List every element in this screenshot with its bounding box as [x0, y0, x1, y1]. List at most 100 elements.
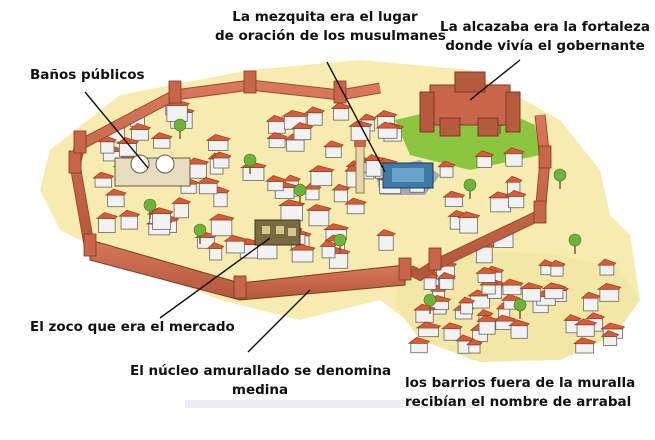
label-medina: El núcleo amurallado se denomina medina: [130, 362, 392, 400]
pointer-banos: [84, 91, 149, 169]
palm-tree: [513, 298, 527, 319]
house: [474, 150, 495, 168]
house: [149, 207, 174, 230]
palm-tree: [463, 178, 477, 199]
house: [375, 121, 400, 139]
house: [600, 330, 620, 346]
label-medina-line2: medina: [231, 382, 289, 398]
label-arrabal-line2: recibían el nombre de arrabal: [405, 394, 632, 410]
house: [519, 282, 544, 302]
house: [208, 213, 235, 237]
label-banos-line1: Baños públicos: [30, 67, 145, 83]
house: [304, 106, 325, 126]
label-mezquita-line2: de oración de los musulmanes: [215, 28, 446, 44]
house: [407, 336, 430, 354]
house: [171, 197, 191, 219]
wall-tower: [428, 247, 442, 271]
house: [223, 234, 247, 254]
house: [574, 318, 597, 337]
house: [442, 190, 466, 207]
house: [541, 282, 566, 300]
house: [441, 322, 463, 341]
house: [501, 293, 521, 310]
house: [205, 134, 231, 151]
house: [572, 337, 597, 354]
house: [210, 151, 232, 169]
house: [184, 157, 209, 179]
house: [502, 147, 525, 167]
pointer-zoco: [159, 237, 271, 319]
label-alcazaba-line2: donde vivía el gobernante: [445, 38, 645, 54]
house: [265, 175, 286, 192]
house: [563, 314, 582, 334]
label-alcazaba: La alcazaba era la fortaleza donde vivía…: [440, 18, 650, 56]
palm-tree: [243, 153, 257, 174]
house: [206, 242, 225, 261]
arrabal-houses: [407, 258, 626, 354]
house: [344, 197, 367, 215]
wall-tower: [83, 233, 97, 257]
house: [289, 243, 316, 263]
wall-tower: [533, 200, 547, 224]
house: [196, 176, 220, 195]
palm-tree: [193, 223, 207, 244]
house: [104, 188, 127, 208]
house: [118, 209, 141, 230]
house: [128, 123, 151, 141]
house: [376, 229, 396, 251]
label-alcazaba-line1: La alcazaba era la fortaleza: [440, 19, 650, 35]
house: [597, 258, 617, 276]
palm-tree: [333, 233, 347, 254]
wall-tower: [73, 130, 87, 154]
pointer-mezquita: [326, 61, 386, 173]
house: [508, 319, 530, 339]
label-zoco: El zoco que era el mercado: [30, 318, 235, 337]
ground-strip: [185, 400, 475, 408]
house: [580, 291, 601, 312]
house: [150, 132, 173, 149]
wall-tower: [333, 80, 347, 104]
house: [277, 199, 306, 222]
label-mezquita-line1: La mezquita era el lugar: [232, 9, 418, 25]
house: [322, 140, 344, 158]
house: [466, 338, 483, 354]
house: [505, 190, 527, 209]
palm-tree: [423, 293, 437, 314]
house: [266, 132, 288, 149]
wall-tower: [168, 80, 182, 104]
house: [596, 282, 622, 302]
house: [456, 211, 481, 234]
wall-tower: [538, 145, 552, 169]
palm-tree: [293, 183, 307, 204]
pointer-alcazaba: [469, 59, 521, 101]
house: [303, 182, 322, 201]
label-arrabal-line1: los barrios fuera de la muralla: [405, 375, 636, 391]
house: [436, 272, 456, 290]
palm-trees: [143, 108, 582, 319]
palm-tree: [568, 233, 582, 254]
house: [548, 259, 566, 277]
house: [331, 183, 351, 203]
mosque: [354, 140, 434, 194]
palm-tree: [173, 118, 187, 139]
house: [475, 267, 498, 283]
label-mezquita: La mezquita era el lugar de oración de l…: [215, 8, 446, 46]
house: [415, 321, 442, 338]
pointer-medina: [247, 289, 311, 353]
house: [307, 165, 335, 187]
wall-tower: [243, 70, 257, 94]
house: [457, 296, 476, 315]
wall-tower: [233, 275, 247, 299]
city-wall: [68, 70, 552, 301]
alcazaba-fortress: [419, 71, 521, 137]
pointer-lines: [84, 59, 521, 353]
house: [95, 212, 118, 234]
house: [92, 171, 115, 188]
house: [437, 160, 456, 178]
label-banos: Baños públicos: [30, 66, 160, 85]
label-medina-line1: El núcleo amurallado se denomina: [130, 363, 392, 379]
wall-tower: [398, 257, 412, 281]
house: [116, 137, 139, 157]
house: [476, 314, 498, 335]
